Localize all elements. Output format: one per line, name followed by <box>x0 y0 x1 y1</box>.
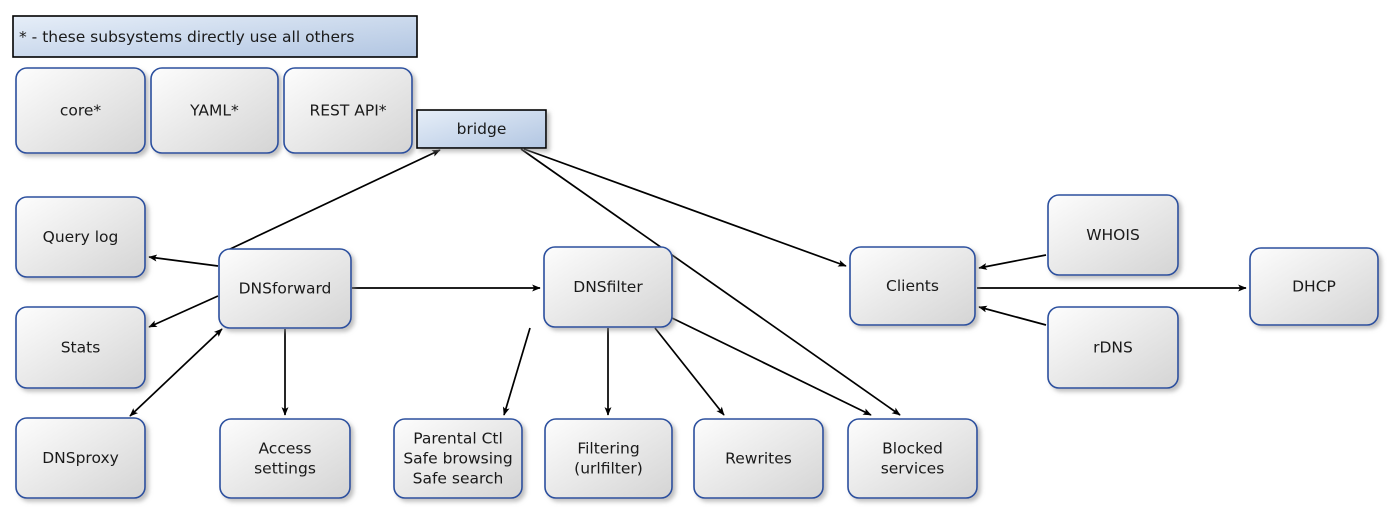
node-core[interactable]: core* <box>15 67 146 154</box>
edge-dnsforward-bridge <box>227 149 441 251</box>
edge-dnsforward-querylog <box>148 254 219 267</box>
edge-whois-clients <box>978 254 1047 270</box>
node-dnsproxy[interactable]: DNSproxy <box>15 417 146 499</box>
node-bridge[interactable]: bridge <box>416 109 547 149</box>
node-label: DHCP <box>1292 277 1336 295</box>
node-clients[interactable]: Clients <box>849 246 976 326</box>
edge-line <box>523 148 847 267</box>
node-box[interactable] <box>393 418 523 499</box>
node-box[interactable] <box>1047 306 1179 389</box>
node-label: Rewrites <box>725 449 792 467</box>
node-dnsfilter[interactable]: DNSfilter <box>543 246 673 328</box>
edge-bridge-clients <box>523 148 847 267</box>
node-restapi[interactable]: REST API* <box>283 67 413 154</box>
node-label: DNSforward <box>239 279 332 297</box>
node-box[interactable] <box>1047 194 1179 276</box>
edge-line <box>671 317 872 416</box>
node-filtering[interactable]: Filtering(urlfilter) <box>544 418 673 499</box>
node-box[interactable] <box>15 417 146 499</box>
legend-note: * - these subsystems directly use all ot… <box>12 15 418 58</box>
edge-line <box>502 327 531 416</box>
node-label: Clients <box>886 277 939 295</box>
node-label: REST API* <box>309 101 386 119</box>
node-rdns[interactable]: rDNS <box>1047 306 1179 389</box>
edge-line <box>978 254 1047 270</box>
node-label: WHOIS <box>1086 226 1140 244</box>
node-rewrites[interactable]: Rewrites <box>693 418 824 499</box>
edge-line <box>129 328 223 417</box>
node-box[interactable] <box>15 306 146 389</box>
edge-dnsfilter-rewrites <box>654 327 725 416</box>
edge-dnsforward-dnsproxy <box>129 328 223 417</box>
node-label: DNSfilter <box>573 278 643 296</box>
edge-dnsfilter-parental <box>502 327 531 416</box>
node-label: YAML* <box>189 101 239 119</box>
node-dhcp[interactable]: DHCP <box>1249 247 1379 326</box>
node-label: Filtering(urlfilter) <box>574 439 643 477</box>
node-label: core* <box>60 101 102 119</box>
edges-layer <box>129 148 1247 417</box>
node-querylog[interactable]: Query log <box>15 196 146 278</box>
node-box[interactable] <box>544 418 673 499</box>
legend-box <box>12 15 418 58</box>
edge-dnsfilter-blocked <box>671 317 872 416</box>
node-box[interactable] <box>543 246 673 328</box>
node-box[interactable] <box>849 246 976 326</box>
edge-line <box>520 148 901 416</box>
node-label: DNSproxy <box>42 449 119 467</box>
edge-line <box>227 149 441 251</box>
edge-line <box>148 295 219 328</box>
edge-bridge-blocked <box>520 148 901 416</box>
node-box[interactable] <box>219 418 351 499</box>
node-label: Stats <box>61 338 101 356</box>
node-box[interactable] <box>847 418 978 499</box>
edge-rdns-clients <box>978 305 1047 326</box>
node-dnsforward[interactable]: DNSforward <box>218 248 352 329</box>
node-label: rDNS <box>1093 338 1133 356</box>
node-box[interactable] <box>283 67 413 154</box>
node-yaml[interactable]: YAML* <box>150 67 279 154</box>
edge-dnsforward-stats <box>148 295 219 328</box>
node-stats[interactable]: Stats <box>15 306 146 389</box>
edge-line <box>978 305 1047 326</box>
edge-line <box>148 254 219 267</box>
node-box[interactable] <box>218 248 352 329</box>
node-box[interactable] <box>150 67 279 154</box>
edge-line <box>654 327 725 416</box>
node-whois[interactable]: WHOIS <box>1047 194 1179 276</box>
node-box[interactable] <box>693 418 824 499</box>
node-label: Query log <box>43 228 119 246</box>
legend-layer: * - these subsystems directly use all ot… <box>12 15 418 58</box>
node-box[interactable] <box>15 67 146 154</box>
node-box[interactable] <box>416 109 547 149</box>
node-box[interactable] <box>1249 247 1379 326</box>
node-label: bridge <box>457 120 507 138</box>
legend-text: * - these subsystems directly use all ot… <box>19 28 354 46</box>
node-box[interactable] <box>15 196 146 278</box>
